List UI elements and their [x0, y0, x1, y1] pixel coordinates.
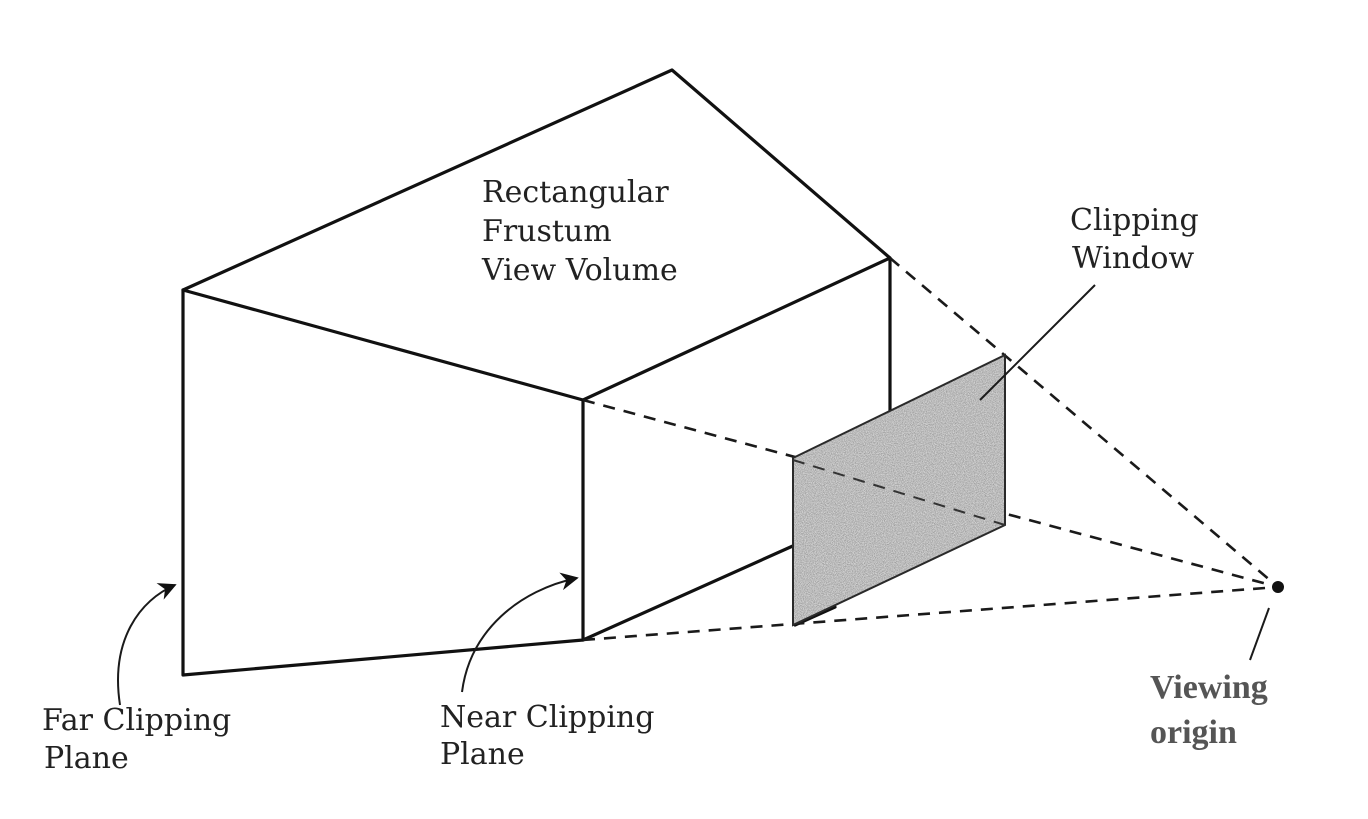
far-clipping-plane-label: Far Clipping Plane [42, 703, 241, 776]
far-plane-arrow [117, 583, 177, 706]
near-plane-arrow [461, 572, 579, 693]
projection-line-top [889, 257, 1279, 588]
far-clipping-plane-face [181, 288, 585, 677]
clipping-window-leader [979, 284, 1096, 401]
clipping-window [792, 353, 1006, 627]
near-clipping-plane-label: Near Clipping Plane [440, 700, 664, 772]
volume-label: Rectangular Frustum View Volume [481, 175, 678, 288]
frustum-bottom-edge [581, 543, 797, 642]
viewing-origin-point [1272, 581, 1284, 593]
clipping-window-label: Clipping Window [1070, 203, 1208, 276]
frustum-top-edge [181, 68, 892, 292]
viewing-origin-leader [1249, 607, 1270, 661]
viewing-origin-label: Viewing origin [1150, 669, 1276, 751]
projection-line-bottom [582, 585, 1279, 642]
